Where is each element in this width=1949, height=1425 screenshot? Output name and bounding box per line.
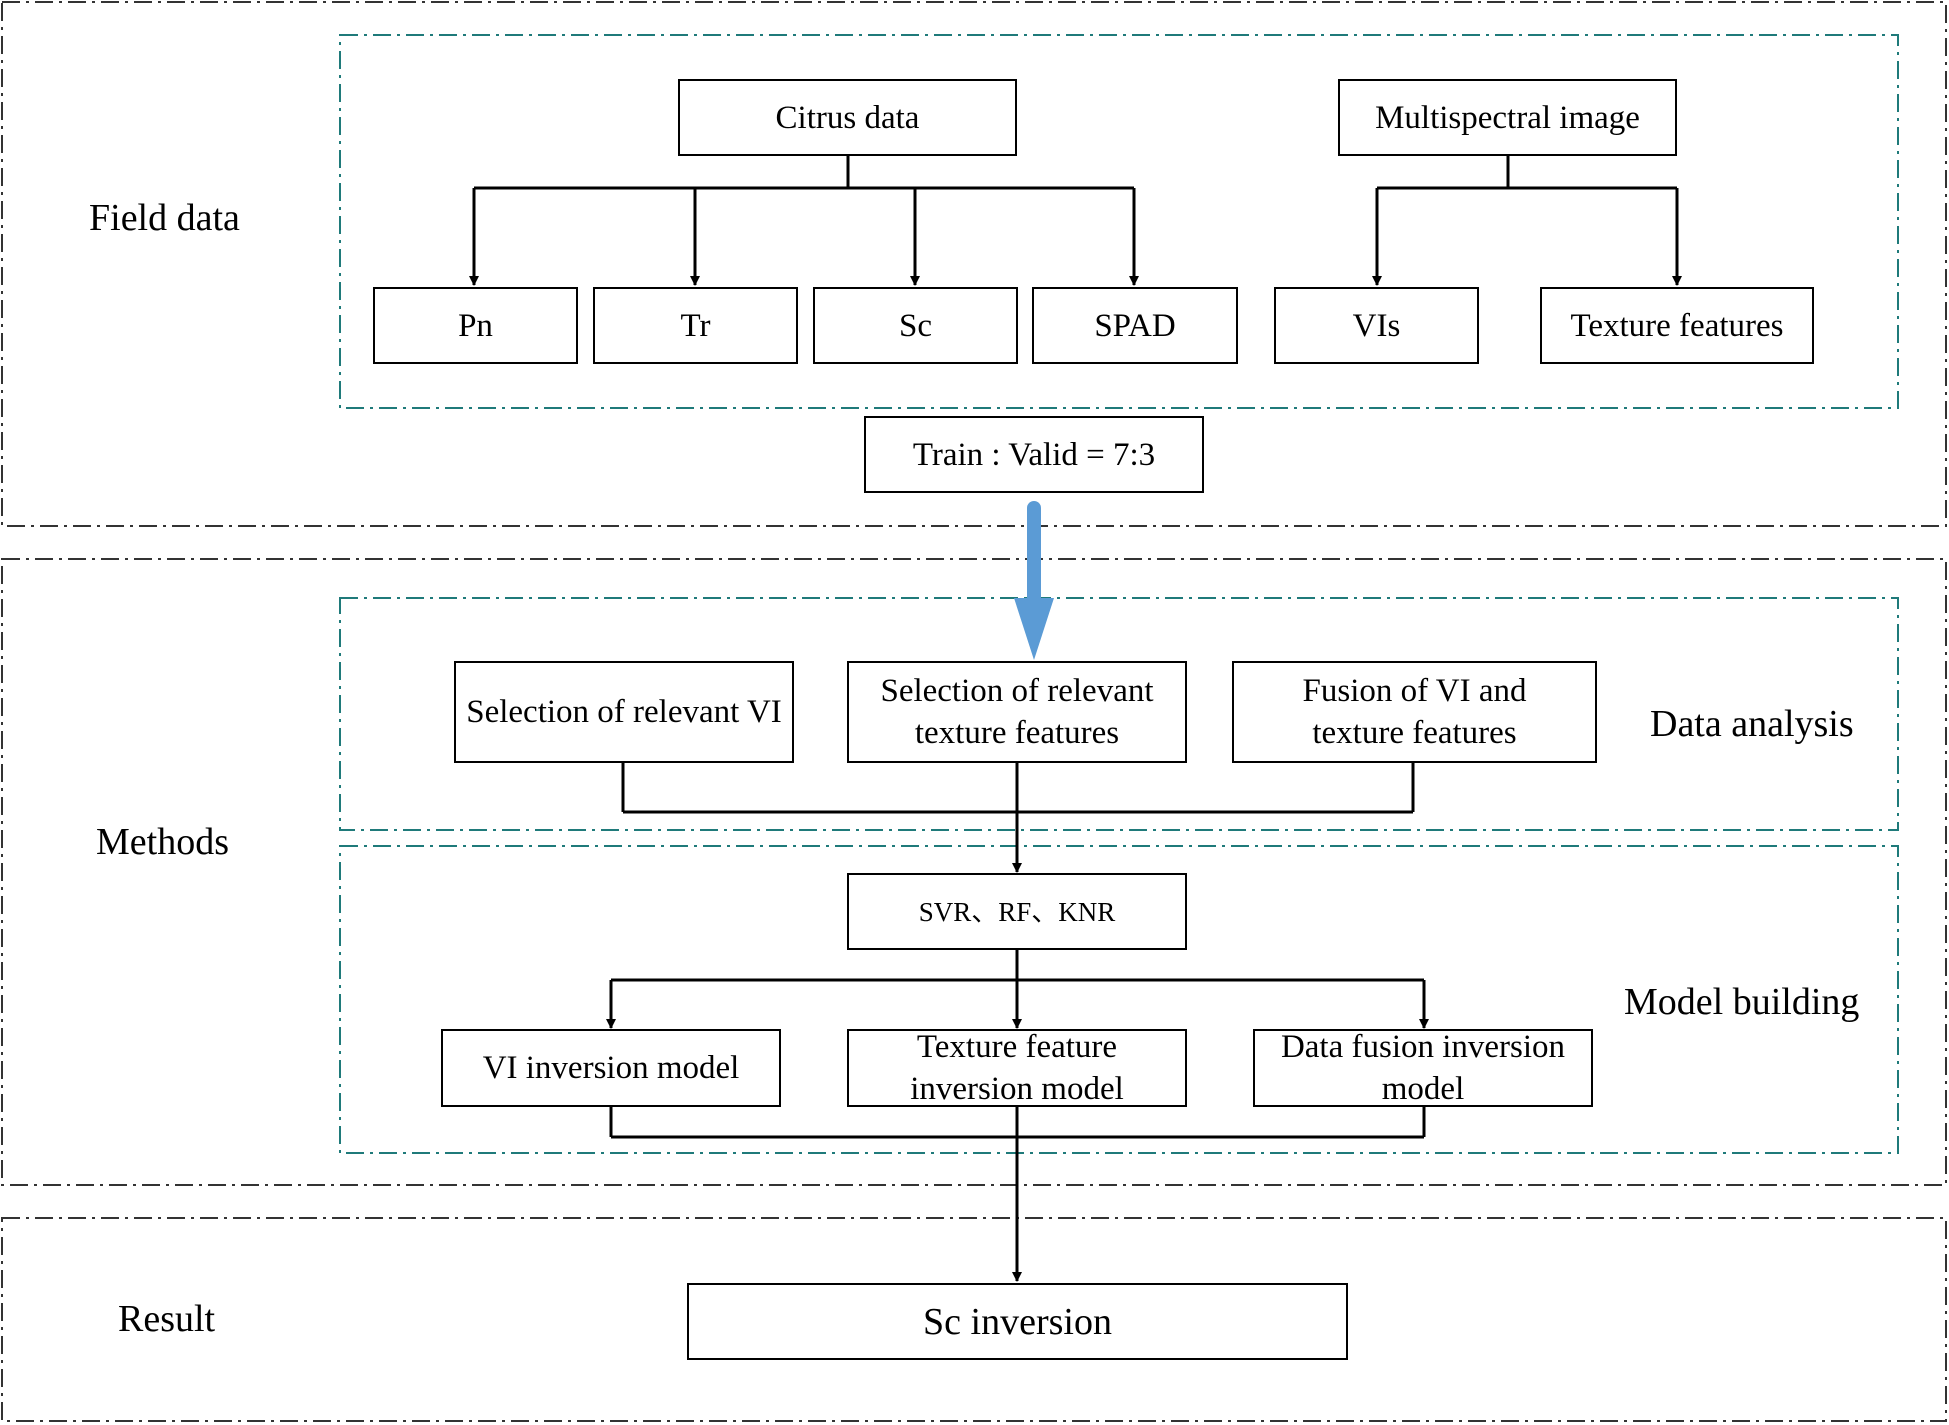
vis-box: VIs: [1274, 287, 1479, 364]
sc-inversion-box: Sc inversion: [687, 1283, 1348, 1360]
selection-vi-box: Selection of relevant VI: [454, 661, 794, 763]
algorithms-box: SVR、RF、KNR: [847, 873, 1187, 950]
field-data-label: Field data: [89, 197, 240, 239]
result-connectors: [609, 1106, 1426, 1282]
vi-model-box: VI inversion model: [441, 1029, 781, 1107]
spad-box: SPAD: [1032, 287, 1238, 364]
multispectral-connectors: [1372, 155, 1682, 286]
blue-arrow: [1014, 501, 1054, 660]
pn-box: Pn: [373, 287, 578, 364]
methods-frame: [1, 558, 1947, 1186]
train-valid-box: Train : Valid = 7:3: [864, 416, 1204, 493]
fusion-model-box: Data fusion inversion model: [1253, 1029, 1593, 1107]
analysis-connectors: [621, 762, 1415, 873]
multispectral-image-box: Multispectral image: [1338, 79, 1677, 156]
sc-box: Sc: [813, 287, 1018, 364]
analysis-inner-frame: [339, 597, 1899, 831]
methods-label: Methods: [96, 821, 229, 863]
field-inner-frame: [339, 34, 1899, 409]
result-frame: [1, 1217, 1947, 1422]
texture-model-box: Texture feature inversion model: [847, 1029, 1187, 1107]
fusion-box: Fusion of VI and texture features: [1232, 661, 1597, 763]
result-label: Result: [118, 1298, 216, 1340]
model-building-label: Model building: [1624, 981, 1860, 1023]
selection-texture-box: Selection of relevant texture features: [847, 661, 1187, 763]
citrus-connectors: [469, 155, 1139, 286]
tr-box: Tr: [593, 287, 798, 364]
texture-features-box: Texture features: [1540, 287, 1814, 364]
citrus-data-box: Citrus data: [678, 79, 1017, 156]
model-inner-frame: [339, 845, 1899, 1154]
model-connectors: [606, 949, 1429, 1029]
data-analysis-label: Data analysis: [1650, 703, 1854, 745]
field-data-frame: [1, 1, 1947, 527]
